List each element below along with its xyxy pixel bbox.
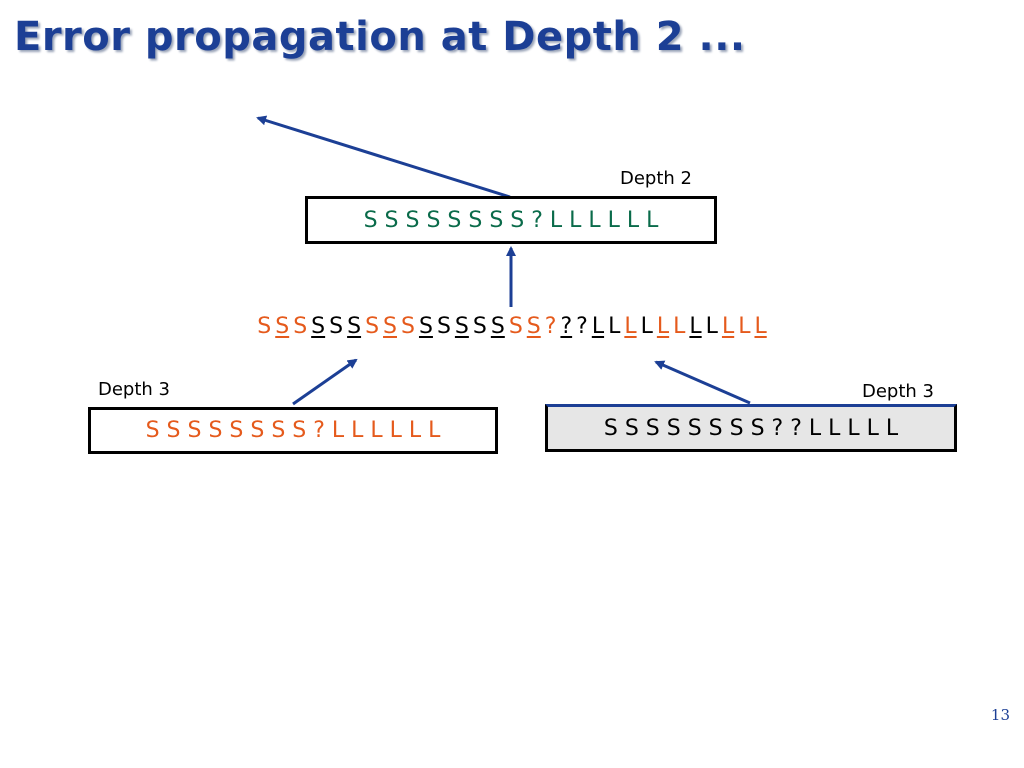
sequence-token: S [383,314,397,339]
sequence-token: ? [576,314,588,339]
depth3-right-label: Depth 3 [862,381,934,402]
page-number: 13 [990,706,1010,724]
sequence-token: S [347,314,362,339]
sequence-token: S [275,314,290,339]
sequence-token: S [311,314,326,339]
sequence-token: S [508,314,523,339]
sequence-token: L [640,314,653,339]
sequence-token: L [608,314,621,339]
sequence-token: S [365,314,380,339]
sequence-token: S [454,314,469,339]
depth3-left-label: Depth 3 [98,379,170,400]
sequence-token: L [673,314,686,339]
sequence-token: S [472,314,487,339]
sequence-token: S [329,314,344,339]
arrow-right-depth3 [654,360,751,405]
sequence-token: L [591,314,605,339]
sequence-token: L [656,314,670,339]
sequence-token: S [436,314,451,339]
depth3-right-box: S S S S S S S S ? ? L L L L L [545,404,957,452]
slide-title: Error propagation at Depth 2 ... [14,14,746,60]
sequence-token: L [721,314,735,339]
sequence-token: L [705,314,718,339]
sequence-token: S [490,314,505,339]
sequence-token: L [624,314,637,339]
sequence-token: S [418,314,433,339]
depth3-left-box: S S S S S S S S ? L L L L L L [88,407,498,454]
sequence-token: S [257,314,272,339]
sequence-token: L [689,314,702,339]
sequence-token: S [293,314,308,339]
sequence-token: S [526,314,541,339]
sequence-token: L [754,314,767,339]
depth2-label: Depth 2 [620,168,692,189]
arrow-to-parent [256,115,511,199]
sequence-token: L [738,314,751,339]
sequence-token: ? [560,314,573,339]
sequence-token: ? [544,314,557,339]
arrow-left-depth3 [292,358,358,406]
depth2-box: S S S S S S S S ? L L L L L L [305,196,717,244]
sequence-token: S [401,314,415,339]
